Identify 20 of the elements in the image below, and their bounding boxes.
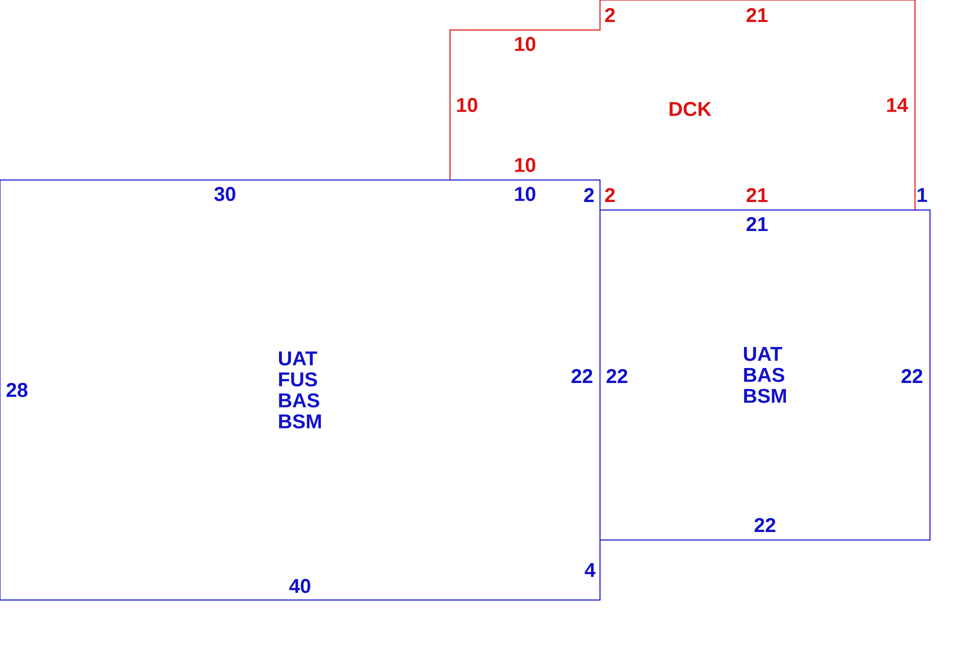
dimension-label: 22 xyxy=(572,369,592,383)
dimension-label: 10 xyxy=(515,186,536,202)
dimension-label: 1 xyxy=(918,188,928,202)
dimension-label: 4 xyxy=(584,563,596,577)
dimension-label: 10 xyxy=(515,158,536,172)
dimension-label: 30 xyxy=(214,186,236,202)
dimension-label: 10 xyxy=(515,36,536,52)
dimension-label: 10 xyxy=(457,98,478,112)
dimension-label: 2 xyxy=(605,188,615,202)
dimension-label: 21 xyxy=(746,8,768,22)
dimension-label: 21 xyxy=(746,188,768,202)
dimension-label: 22 xyxy=(754,518,776,532)
dimension-label: 2 xyxy=(605,8,615,22)
dimension-label: 21 xyxy=(746,217,768,231)
dimension-label: 28 xyxy=(6,382,28,398)
dimension-label: 22 xyxy=(606,369,628,383)
dimension-label: 22 xyxy=(902,369,922,383)
dimension-label: 2 xyxy=(584,188,594,202)
dimension-label: 14 xyxy=(887,98,908,112)
dimension-label: 40 xyxy=(289,578,310,594)
